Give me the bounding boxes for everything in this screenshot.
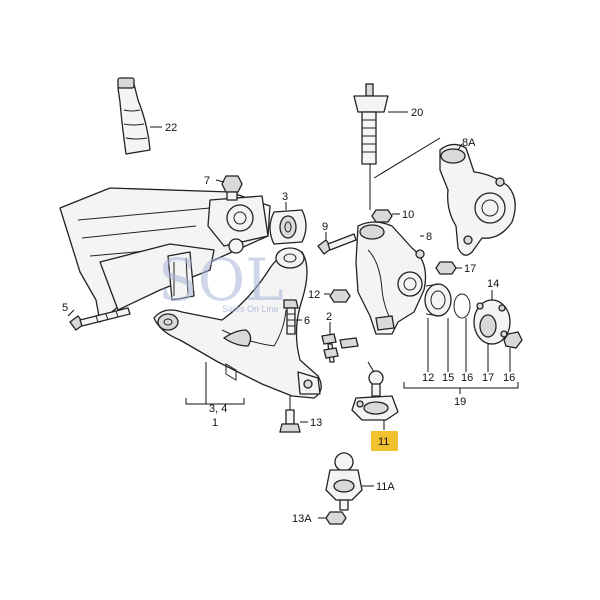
callout-11: 11 — [378, 436, 389, 448]
bolt-6-part — [283, 299, 299, 335]
callout-20: 20 — [411, 107, 423, 119]
callout-19: 19 — [454, 396, 466, 408]
callout-2: 2 — [326, 311, 332, 323]
callout-5: 5 — [62, 302, 68, 314]
callout-17: 17 — [464, 263, 476, 275]
callout-g16b: 16 — [503, 372, 515, 384]
callout-7: 7 — [204, 175, 210, 187]
callout-13a: 13A — [292, 513, 312, 525]
callout-12: 12 — [308, 289, 320, 301]
callout-8: 8 — [426, 231, 432, 243]
steering-knuckle-8-part — [355, 221, 427, 335]
ball-joint-11-part — [351, 370, 399, 421]
callout-1: 1 — [212, 417, 218, 429]
nut-12-part — [329, 289, 351, 303]
control-arm-part — [153, 247, 322, 399]
hub-nut-part — [503, 331, 523, 349]
leader-11-up — [367, 361, 375, 373]
leader-7 — [215, 179, 225, 183]
bracket-19 — [403, 382, 519, 389]
circlip-part — [453, 293, 471, 319]
highlight-box-11 — [371, 431, 398, 451]
bushing-3-part — [269, 209, 307, 245]
wheel-bearing-part — [424, 283, 452, 317]
callout-g16a: 16 — [461, 372, 473, 384]
fastener-2-part — [321, 333, 359, 363]
wheel-hub-part — [473, 299, 511, 345]
callout-13: 13 — [310, 417, 322, 429]
nut-7-part — [221, 175, 243, 201]
callout-8a: 8A — [462, 137, 476, 149]
nut-10-part — [371, 209, 393, 223]
nut-13a-part — [325, 511, 347, 525]
callout-g17: 17 — [482, 372, 494, 384]
watermark-logo: SOL — [158, 246, 284, 314]
leader-5 — [67, 309, 75, 317]
callout-6: 6 — [304, 315, 310, 327]
steering-knuckle-8a-part — [439, 143, 516, 256]
grease-tube-part — [117, 77, 151, 155]
ball-joint-11a-part — [325, 452, 363, 511]
strut-bolt-part — [353, 83, 389, 165]
bracket-3-4 — [185, 398, 245, 405]
nut-17-part — [435, 261, 457, 275]
callout-g12: 12 — [422, 372, 434, 384]
callout-14: 14 — [487, 278, 499, 290]
watermark-tagline: Sales On Line — [222, 304, 279, 314]
callout-11a: 11A — [376, 481, 395, 493]
callout-3-4: 3, 4 — [209, 403, 227, 415]
leader-8a — [457, 143, 463, 151]
callout-10: 10 — [402, 209, 414, 221]
callout-22: 22 — [165, 122, 177, 134]
bolt-5-part — [69, 307, 131, 331]
bolt-9-part — [317, 233, 357, 255]
callout-9: 9 — [322, 221, 328, 233]
leader-8a-ref — [373, 137, 441, 179]
subframe-part — [59, 187, 271, 323]
callout-g15: 15 — [442, 372, 454, 384]
callout-3: 3 — [282, 191, 288, 203]
bolt-13-part — [279, 409, 301, 433]
